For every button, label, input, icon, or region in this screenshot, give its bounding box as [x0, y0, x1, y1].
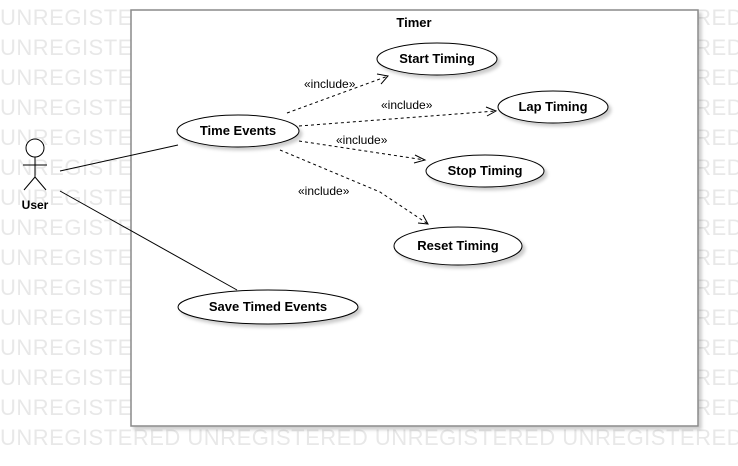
include-label-start: «include» [304, 77, 356, 91]
use-case-reset-timing-label: Reset Timing [417, 238, 498, 253]
association-user-save-timed-events[interactable] [59, 190, 238, 291]
actor-name: User [22, 198, 49, 212]
use-case-start-timing[interactable]: Start Timing [376, 42, 498, 76]
use-case-save-timed-events[interactable]: Save Timed Events [177, 289, 359, 325]
use-case-start-timing-label: Start Timing [399, 51, 475, 66]
use-case-lap-timing[interactable]: Lap Timing [497, 90, 609, 124]
include-label-lap: «include» [381, 98, 433, 112]
include-arrow-lap-timing[interactable] [298, 106, 498, 127]
watermark-row: UNREGISTERED UNREGISTERED UNREGISTERED U… [0, 425, 738, 450]
include-arrow-stop-timing[interactable] [298, 140, 427, 164]
use-case-stop-timing-label: Stop Timing [448, 163, 523, 178]
use-case-time-events-label: Time Events [200, 123, 276, 138]
use-case-save-timed-events-label: Save Timed Events [209, 299, 327, 314]
include-label-reset: «include» [298, 184, 350, 198]
system-title: Timer [396, 15, 431, 30]
use-case-time-events[interactable]: Time Events [176, 114, 300, 148]
actor-right-leg [34, 176, 47, 191]
association-user-time-events[interactable] [59, 144, 179, 172]
use-case-reset-timing[interactable]: Reset Timing [393, 226, 523, 266]
actor-head [25, 138, 45, 158]
include-arrow-reset-timing[interactable] [279, 149, 429, 225]
use-case-stop-timing[interactable]: Stop Timing [425, 154, 545, 188]
include-label-stop: «include» [336, 133, 388, 147]
actor-user[interactable] [23, 138, 47, 191]
actor-left-leg [23, 176, 36, 191]
include-arrow-start-timing[interactable] [286, 73, 389, 114]
system-boundary[interactable] [130, 9, 699, 427]
use-case-lap-timing-label: Lap Timing [518, 99, 587, 114]
